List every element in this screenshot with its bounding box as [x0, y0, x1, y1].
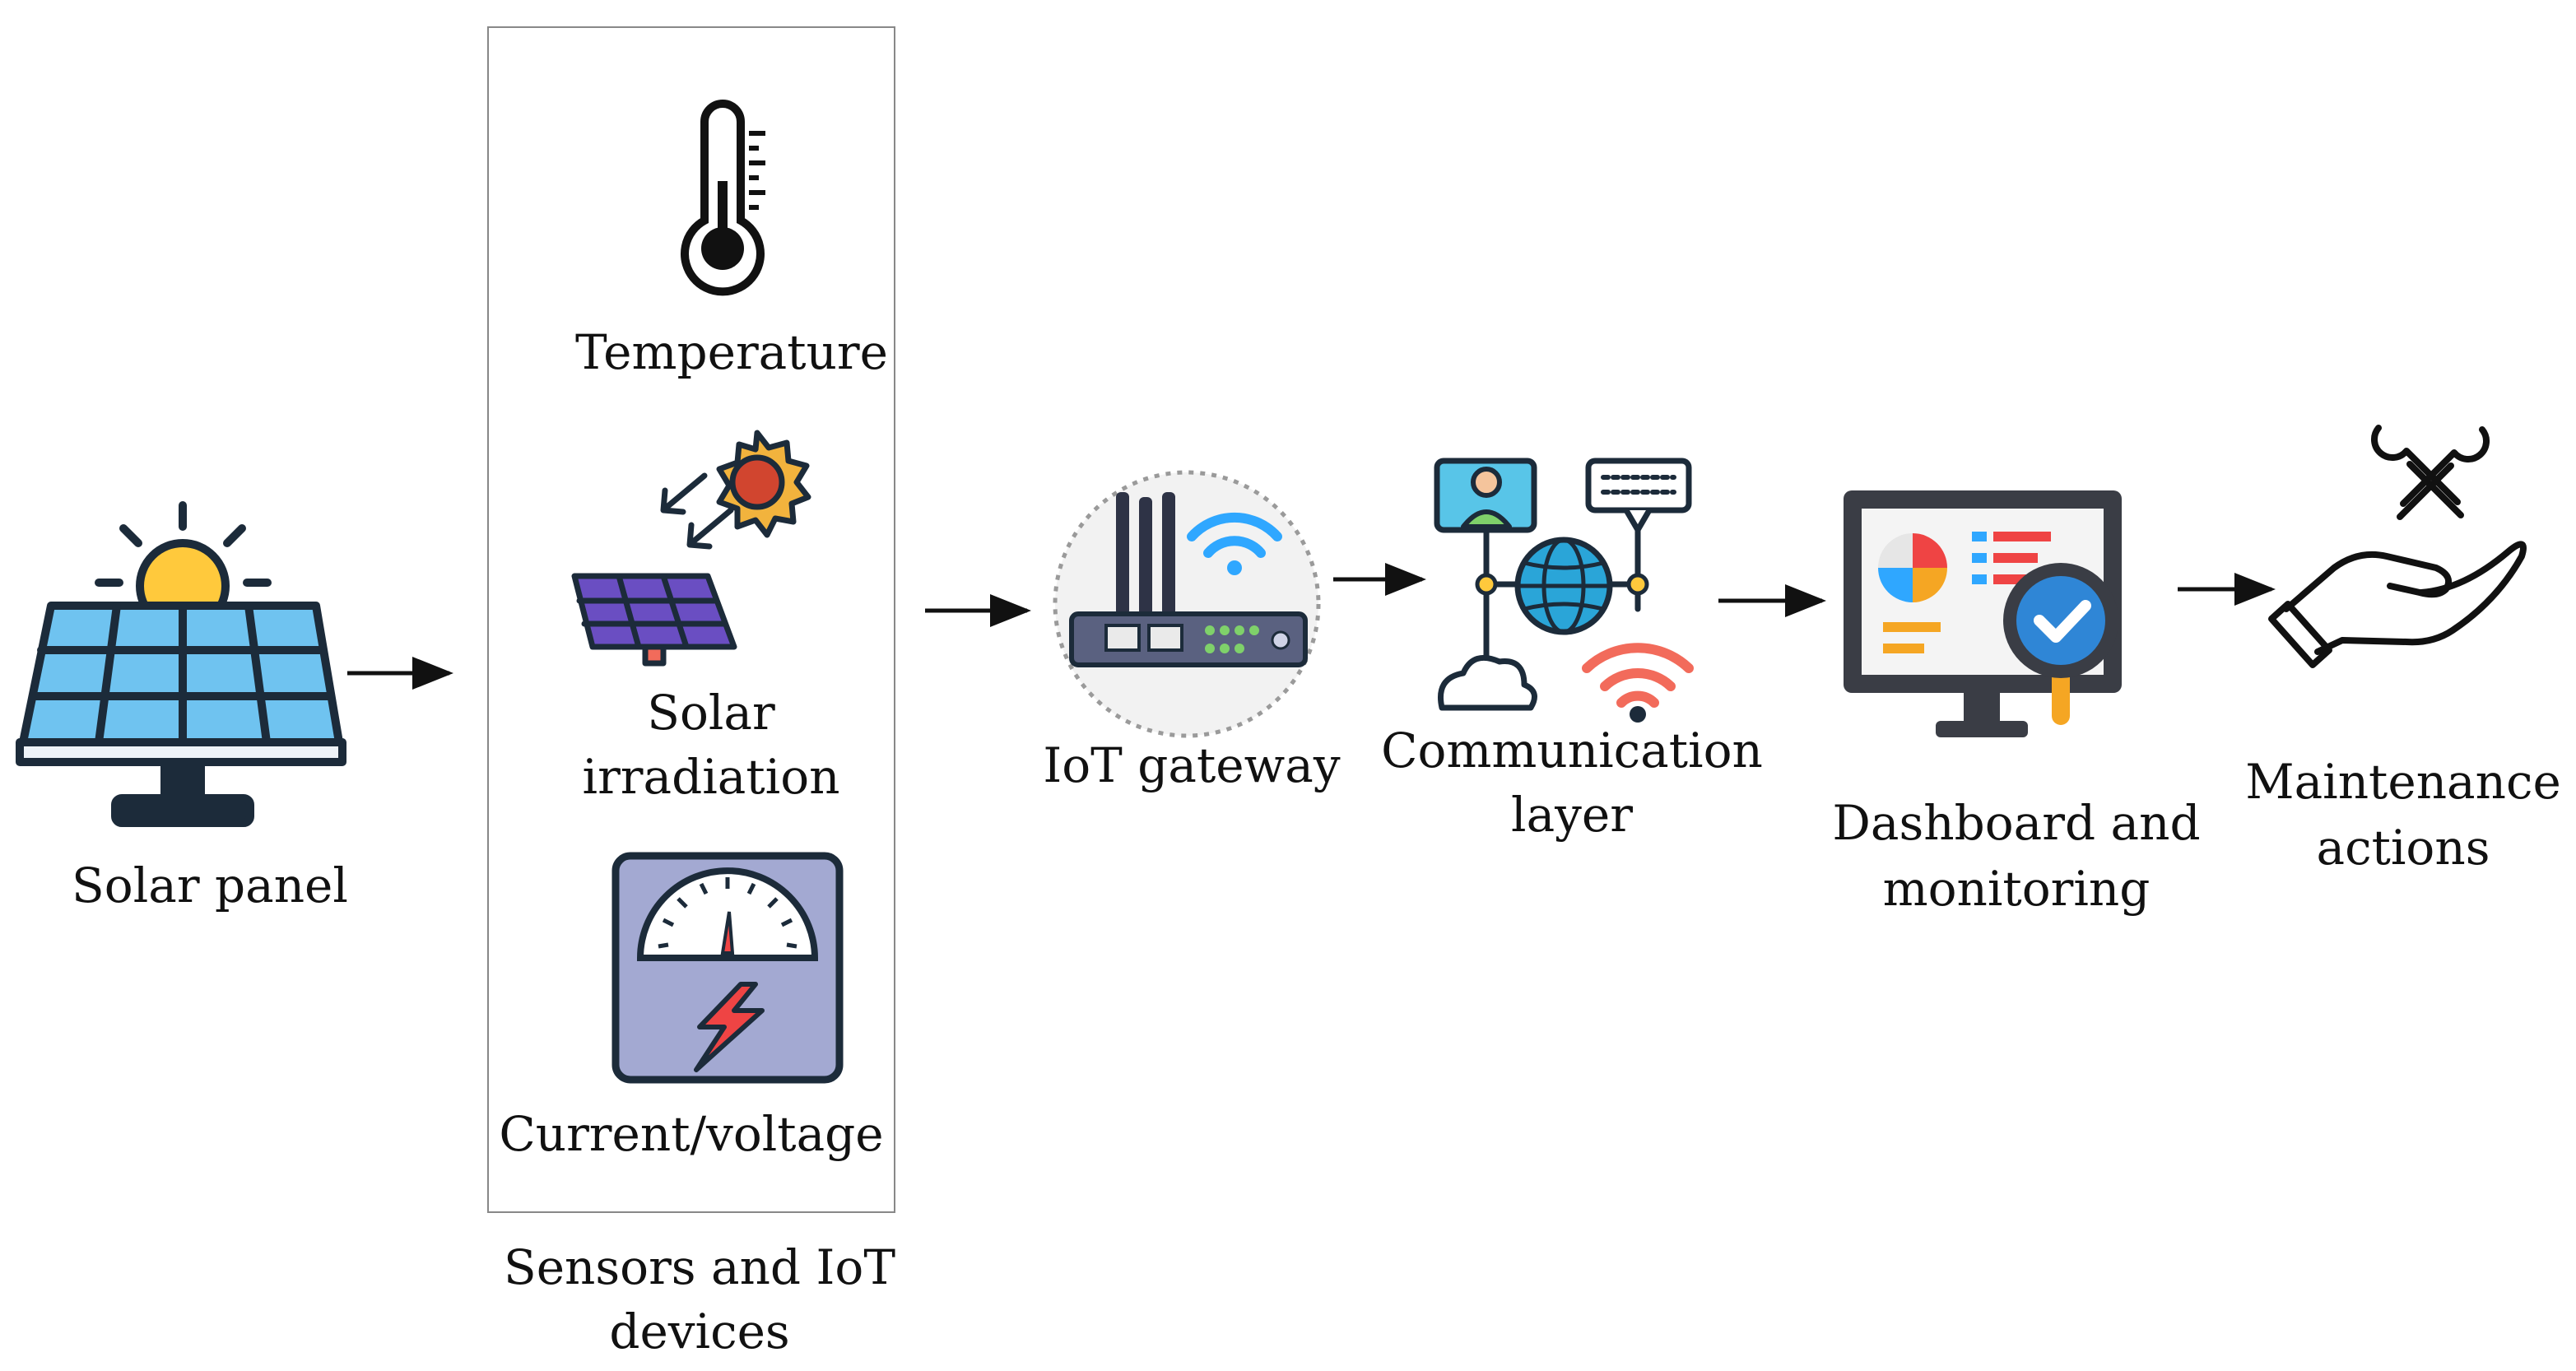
dashboard-label-line2: monitoring [1882, 861, 2151, 917]
maintenance-label-line1: Maintenance [2245, 754, 2561, 810]
iot-gateway-router-icon [1053, 470, 1321, 738]
sensors-group-label-line1: Sensors and IoT [503, 1239, 896, 1295]
dashboard-monitor-icon [1844, 490, 2122, 737]
current-voltage-meter-icon [611, 852, 844, 1084]
iot-gateway-label: IoT gateway [1043, 737, 1341, 793]
thermometer-icon [681, 100, 765, 296]
communication-network-icon [1434, 458, 1694, 723]
dashboard-label-line1: Dashboard and [1832, 795, 2201, 851]
sensors-group-label-line2: devices [609, 1304, 790, 1359]
maintenance-label-line2: actions [2316, 820, 2490, 876]
solar-irradiation-icon [571, 430, 811, 667]
solar-irradiation-label-line2: irradiation [582, 749, 840, 805]
temperature-label: Temperature [575, 324, 888, 380]
communication-layer-label-line1: Communication [1381, 723, 1763, 778]
current-voltage-label: Current/voltage [499, 1106, 884, 1162]
sensors-group-box [487, 26, 895, 1213]
flow-arrows [347, 563, 2276, 690]
maintenance-hand-tools-icon [2268, 425, 2527, 668]
solar-irradiation-label-line1: Solar [647, 685, 775, 741]
solar-panel-icon [16, 501, 346, 827]
communication-layer-label-line2: layer [1511, 787, 1633, 843]
solar-panel-label: Solar panel [72, 857, 348, 913]
